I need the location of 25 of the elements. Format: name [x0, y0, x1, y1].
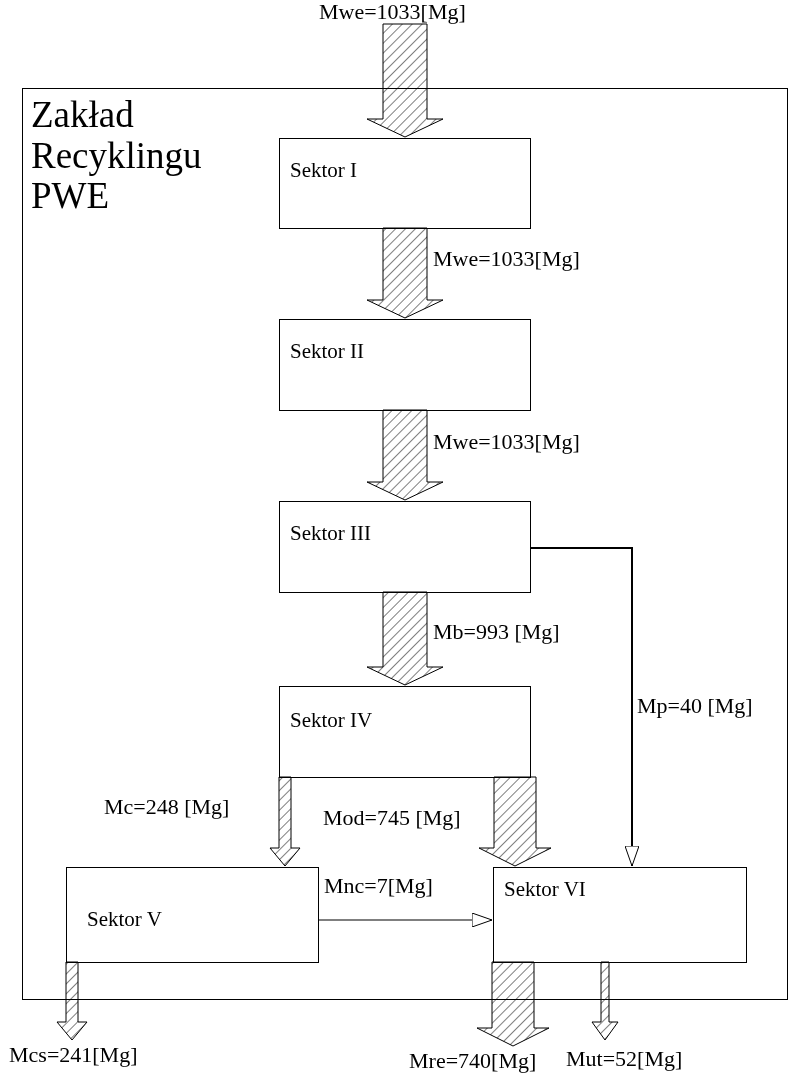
arrow [56, 961, 88, 1041]
process-box [279, 138, 531, 229]
arrow [366, 591, 444, 686]
arrow [476, 961, 550, 1047]
box-label: Sektor VI [504, 878, 587, 902]
box-label: Sektor II [290, 340, 366, 364]
frame-heading: Zakład Recyklingu PWE [31, 95, 203, 218]
box-label: Sektor V [87, 908, 163, 932]
plant-frame [22, 88, 788, 1000]
process-box [66, 867, 319, 963]
process-box [279, 686, 531, 778]
box-label: Sektor I [290, 159, 359, 183]
arrow [366, 23, 444, 138]
process-box [279, 319, 531, 411]
box-label: Sektor IV [290, 709, 374, 733]
arrow [529, 547, 640, 867]
arrow [366, 227, 444, 319]
arrow [269, 776, 301, 867]
arrow [366, 409, 444, 501]
arrow [591, 961, 619, 1041]
arrow [478, 776, 552, 867]
box-label: Sektor III [290, 522, 373, 546]
process-box [279, 501, 531, 593]
process-box [493, 867, 747, 963]
arrow [317, 912, 493, 928]
